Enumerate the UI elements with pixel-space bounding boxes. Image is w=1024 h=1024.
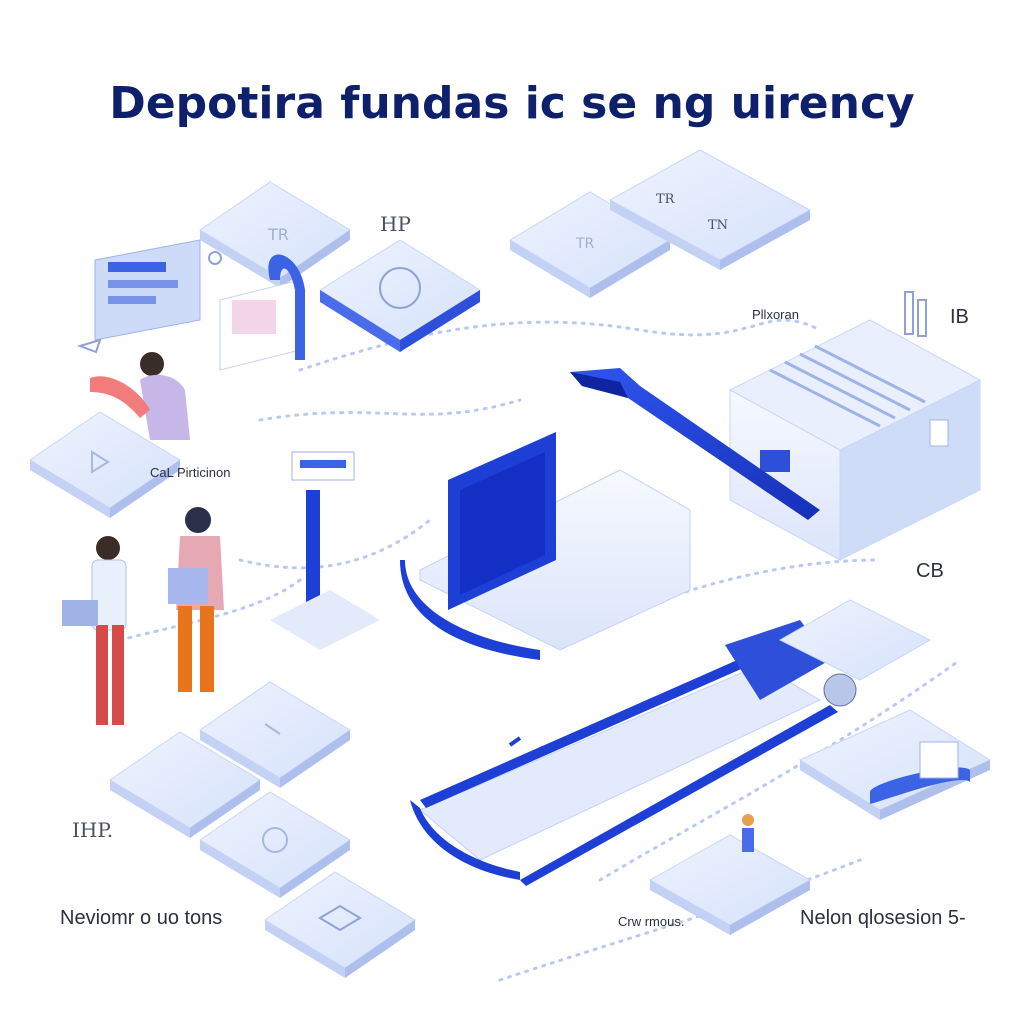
label-pirticinon: CaL Pirticinon — [150, 465, 231, 480]
laptop-icon — [400, 432, 691, 660]
flow-path — [238, 518, 432, 570]
server-building-icon — [728, 319, 982, 561]
emblem-tile — [319, 239, 481, 352]
isometric-platform-tile — [199, 681, 351, 788]
label-bottom-left: Neviomr o uo tons — [60, 907, 223, 929]
card-terminal-icon — [798, 709, 992, 820]
label-bottom-center: Crw rmous. — [618, 914, 685, 929]
flow-path — [598, 658, 962, 882]
flow-path — [258, 398, 522, 422]
person-figure — [90, 352, 190, 440]
tile-group-top-right: TR — [509, 149, 812, 298]
svg-text:TR: TR — [575, 236, 595, 252]
flow-path — [298, 318, 822, 372]
isometric-platform-tile — [199, 791, 351, 898]
label-ib: IB — [950, 306, 969, 328]
person-figure — [742, 814, 754, 852]
person-figure — [62, 536, 127, 725]
label-tr: TR — [656, 192, 675, 207]
isometric-platform-tile — [648, 834, 812, 935]
label-blueman: Pllxoran — [752, 307, 799, 322]
workstation-icon — [94, 239, 305, 371]
isometric-platform-tile — [29, 411, 181, 518]
isometric-platform-tile — [608, 149, 812, 270]
isometric-platform-tile: TR — [199, 181, 351, 288]
document-arrow-icon — [570, 368, 820, 520]
label-tn: TN — [708, 218, 729, 233]
tile-group-left: TR — [29, 181, 416, 978]
flow-path — [118, 578, 302, 642]
kiosk-icon — [270, 451, 380, 650]
decor-icon — [76, 251, 927, 354]
flow-path — [498, 858, 862, 982]
label-cb: CB — [916, 560, 944, 582]
pen-ribbon-icon — [410, 620, 857, 886]
label-hp: HP — [380, 212, 411, 236]
person-figure — [168, 507, 224, 692]
isometric-platform-tile — [778, 599, 932, 681]
label-bottom-right: Nelon qlosesion 5- — [800, 907, 966, 929]
isometric-platform-tile — [109, 731, 261, 838]
label-ihp: IHP. — [72, 818, 114, 842]
svg-text:TR: TR — [267, 225, 289, 244]
isometric-platform-tile — [264, 871, 416, 978]
page-title: Depotira fundas ic se ng uirency — [109, 78, 915, 129]
